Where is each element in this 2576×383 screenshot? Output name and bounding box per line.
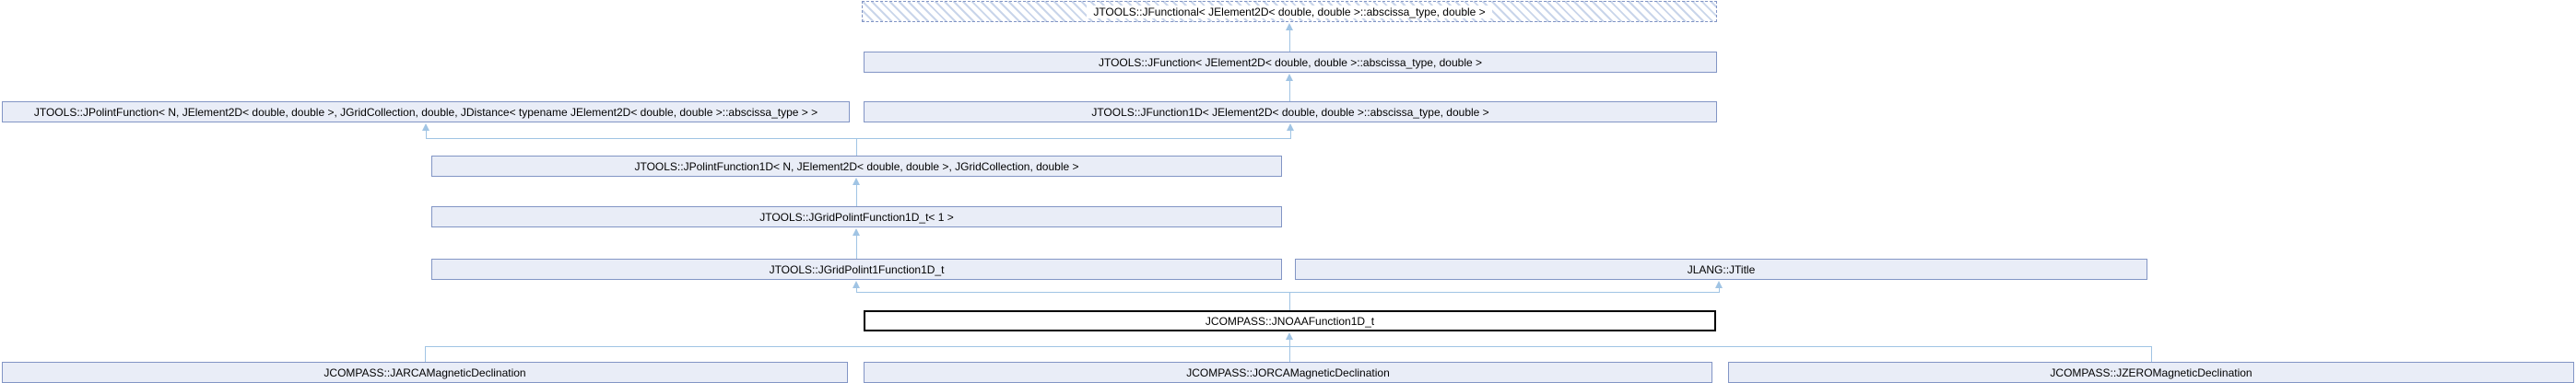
edge-line	[425, 346, 2152, 347]
inheritance-arrow-icon	[1286, 23, 1293, 30]
class-node-jpolintfunction[interactable]: JTOOLS::JPolintFunction< N, JElement2D< …	[2, 101, 850, 122]
edge-line	[856, 138, 857, 156]
inheritance-arrow-icon	[1287, 123, 1294, 131]
class-node-jgridpolint1function1d-t[interactable]: JTOOLS::JGridPolint1Function1D_t	[431, 259, 1282, 280]
class-node-label: JTOOLS::JFunction1D< JElement2D< double,…	[1091, 105, 1489, 119]
edge-line	[1289, 81, 1290, 101]
class-node-jfunctional: JTOOLS::JFunctional< JElement2D< double,…	[862, 1, 1717, 22]
edge-line	[856, 236, 857, 259]
class-node-label: JLANG::JTitle	[1687, 262, 1756, 276]
edge-line	[1289, 30, 1290, 52]
class-node-label: JTOOLS::JFunctional< JElement2D< double,…	[1087, 5, 1492, 18]
inheritance-arrow-icon	[422, 123, 429, 131]
inheritance-arrow-icon	[853, 228, 860, 236]
class-node-label: JTOOLS::JFunction< JElement2D< double, d…	[1098, 55, 1483, 69]
edge-line	[856, 292, 1720, 293]
edge-line	[1290, 131, 1291, 139]
inheritance-arrow-icon	[1715, 281, 1723, 288]
class-node-jgridpolintfunction1d-t[interactable]: JTOOLS::JGridPolintFunction1D_t< 1 >	[431, 206, 1282, 227]
edge-line	[856, 185, 857, 206]
inheritance-arrow-icon	[1286, 74, 1293, 81]
class-node-label: JTOOLS::JGridPolint1Function1D_t	[769, 262, 945, 276]
edge-line	[856, 288, 857, 293]
inheritance-arrow-icon	[853, 178, 860, 185]
inheritance-arrow-icon	[1286, 332, 1293, 340]
inheritance-arrow-icon	[853, 281, 860, 288]
class-node-label: JCOMPASS::JNOAAFunction1D_t	[1205, 314, 1375, 328]
class-node-label: JTOOLS::JGridPolintFunction1D_t< 1 >	[759, 210, 954, 224]
class-node-jarcamagneticdeclination[interactable]: JCOMPASS::JARCAMagneticDeclination	[2, 362, 848, 383]
class-node-label: JCOMPASS::JZEROMagneticDeclination	[2050, 366, 2253, 379]
class-node-jorcamagneticdeclination[interactable]: JCOMPASS::JORCAMagneticDeclination	[864, 362, 1712, 383]
class-node-jnoaafunction1d-t-current: JCOMPASS::JNOAAFunction1D_t	[864, 310, 1716, 331]
class-node-label: JTOOLS::JPolintFunction1D< N, JElement2D…	[634, 159, 1079, 173]
class-node-jtitle[interactable]: JLANG::JTitle	[1295, 259, 2147, 280]
class-node-jpolintfunction1d[interactable]: JTOOLS::JPolintFunction1D< N, JElement2D…	[431, 156, 1282, 177]
edge-line	[426, 131, 427, 139]
class-node-jfunction[interactable]: JTOOLS::JFunction< JElement2D< double, d…	[864, 52, 1717, 73]
edge-line	[2151, 346, 2152, 362]
class-node-jfunction1d[interactable]: JTOOLS::JFunction1D< JElement2D< double,…	[864, 101, 1717, 122]
edge-line	[1289, 340, 1290, 347]
edge-line	[1289, 292, 1290, 310]
edge-line	[425, 346, 426, 362]
class-node-label: JCOMPASS::JARCAMagneticDeclination	[323, 366, 526, 379]
edge-line	[1719, 288, 1720, 293]
edge-line	[426, 138, 1291, 139]
class-node-label: JCOMPASS::JORCAMagneticDeclination	[1186, 366, 1390, 379]
class-node-jzeromagneticdeclination[interactable]: JCOMPASS::JZEROMagneticDeclination	[1728, 362, 2574, 383]
edge-line	[1289, 346, 1290, 362]
class-node-label: JTOOLS::JPolintFunction< N, JElement2D< …	[33, 105, 818, 119]
